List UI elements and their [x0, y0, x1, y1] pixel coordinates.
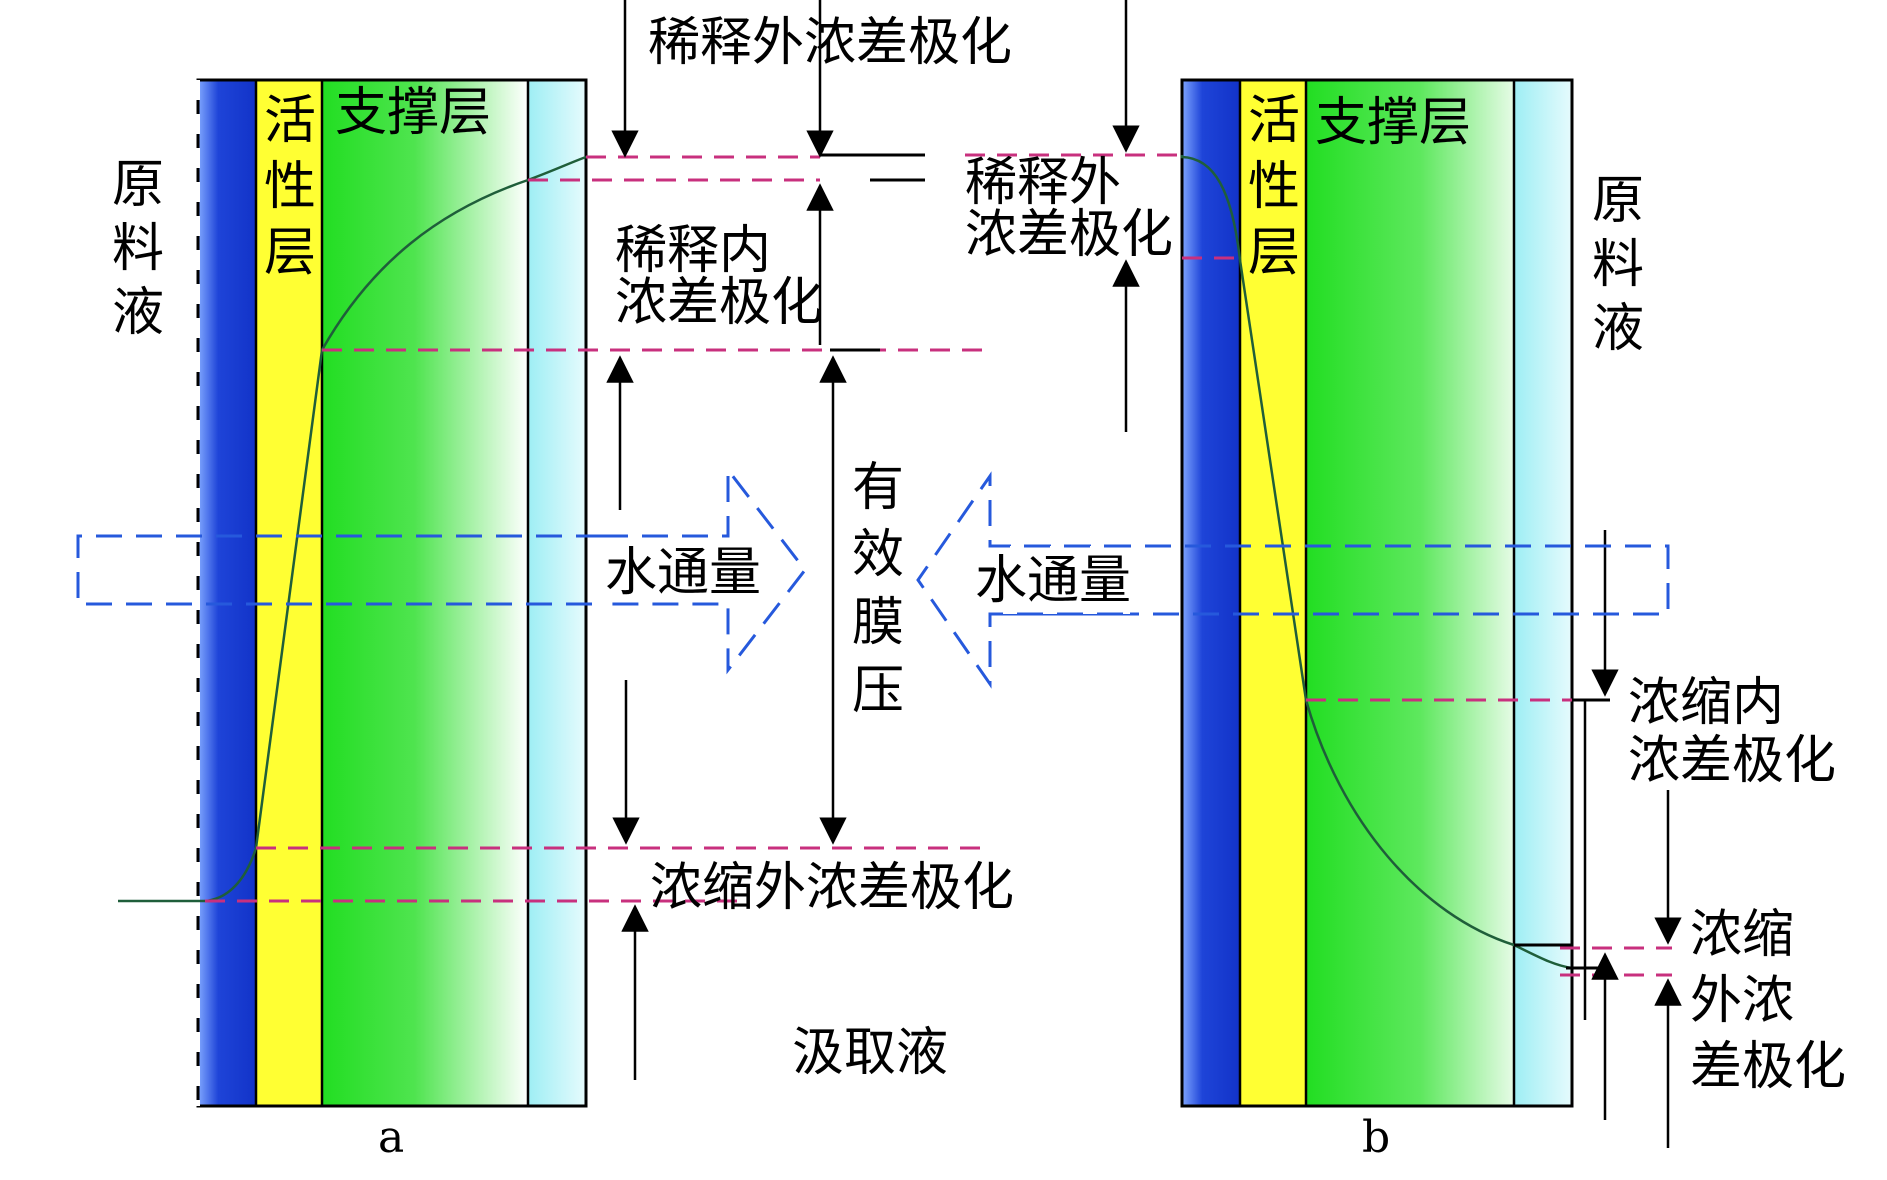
feed-label-b-2: 料	[1592, 235, 1644, 295]
active-label-b-1: 活	[1248, 91, 1300, 151]
draw-boundary-layer-a	[528, 80, 586, 1106]
effective-pressure-label-1: 有	[852, 458, 904, 518]
feed-label-a-2: 料	[112, 219, 164, 279]
dimension-arrows-b	[1112, 0, 1682, 1148]
feed-boundary-layer-b	[1182, 80, 1240, 1106]
concentrative-external-label-b-3: 差极化	[1690, 1037, 1846, 1097]
effective-pressure-label-4: 压	[852, 661, 904, 721]
effective-pressure-label-2: 效	[852, 525, 904, 585]
water-flux-arrow-b	[916, 471, 1130, 689]
dilutive-external-label-b-2: 浓差极化	[965, 205, 1173, 265]
water-flux-bracket-a	[76, 534, 602, 606]
reference-lines-b	[965, 153, 1672, 977]
feed-label-a-1: 原	[112, 155, 164, 215]
active-label-a-3: 层	[264, 223, 316, 283]
support-label-b: 支撑层	[1315, 93, 1471, 153]
feed-boundary-layer-a	[198, 80, 256, 1106]
active-label-b-2: 性	[1248, 157, 1300, 217]
feed-label-b-1: 原	[1592, 171, 1644, 231]
draw-boundary-layer-b	[1514, 80, 1572, 1106]
panel-b: 原 料 液 活 性 层 支撑层 稀释外 浓差极化 水通量 浓缩内 浓差极化 浓缩…	[916, 0, 1846, 1163]
support-label-a: 支撑层	[335, 83, 491, 143]
panel-a: 原 料 液 活 性 层 支撑层 稀释外浓差极化 稀释内 浓差极化 水通量 有 效…	[76, 0, 1014, 1163]
dilutive-internal-label-a-2: 浓差极化	[615, 273, 823, 333]
support-layer-b	[1306, 80, 1514, 1106]
water-flux-label-b: 水通量	[975, 551, 1131, 611]
dilutive-external-label-b-1: 稀释外	[965, 153, 1121, 213]
effective-pressure-label-3: 膜	[852, 593, 904, 653]
water-flux-bracket-b	[985, 544, 1670, 616]
caption-b: b	[1362, 1112, 1390, 1163]
reference-line-caps-a	[820, 153, 925, 352]
dimension-arrows-a	[606, 0, 847, 1080]
concentrative-internal-label-b-1: 浓缩内	[1628, 673, 1784, 733]
caption-a: a	[378, 1112, 404, 1163]
dilutive-internal-label-a-1: 稀释内	[615, 221, 771, 281]
support-layer-a	[322, 80, 528, 1106]
concentrative-internal-label-b-2: 浓差极化	[1628, 731, 1836, 791]
concentrative-external-label-a: 浓缩外浓差极化	[650, 858, 1014, 918]
concentrative-external-label-b-2: 外浓	[1690, 971, 1794, 1031]
draw-solution-label: 汲取液	[792, 1023, 948, 1083]
water-flux-label-a: 水通量	[605, 543, 761, 603]
active-layer-b	[1240, 80, 1306, 1106]
active-label-a-2: 性	[264, 157, 316, 217]
dilutive-external-label-a: 稀释外浓差极化	[648, 13, 1012, 73]
concentrative-external-label-b-1: 浓缩	[1690, 905, 1794, 965]
feed-label-a-3: 液	[112, 283, 164, 343]
active-label-b-3: 层	[1248, 223, 1300, 283]
concentration-profile-b	[1180, 155, 1573, 970]
water-flux-arrow-a	[602, 465, 807, 675]
feed-label-b-3: 液	[1592, 299, 1644, 359]
active-label-a-1: 活	[264, 91, 316, 151]
concentration-profile-a	[118, 155, 587, 903]
